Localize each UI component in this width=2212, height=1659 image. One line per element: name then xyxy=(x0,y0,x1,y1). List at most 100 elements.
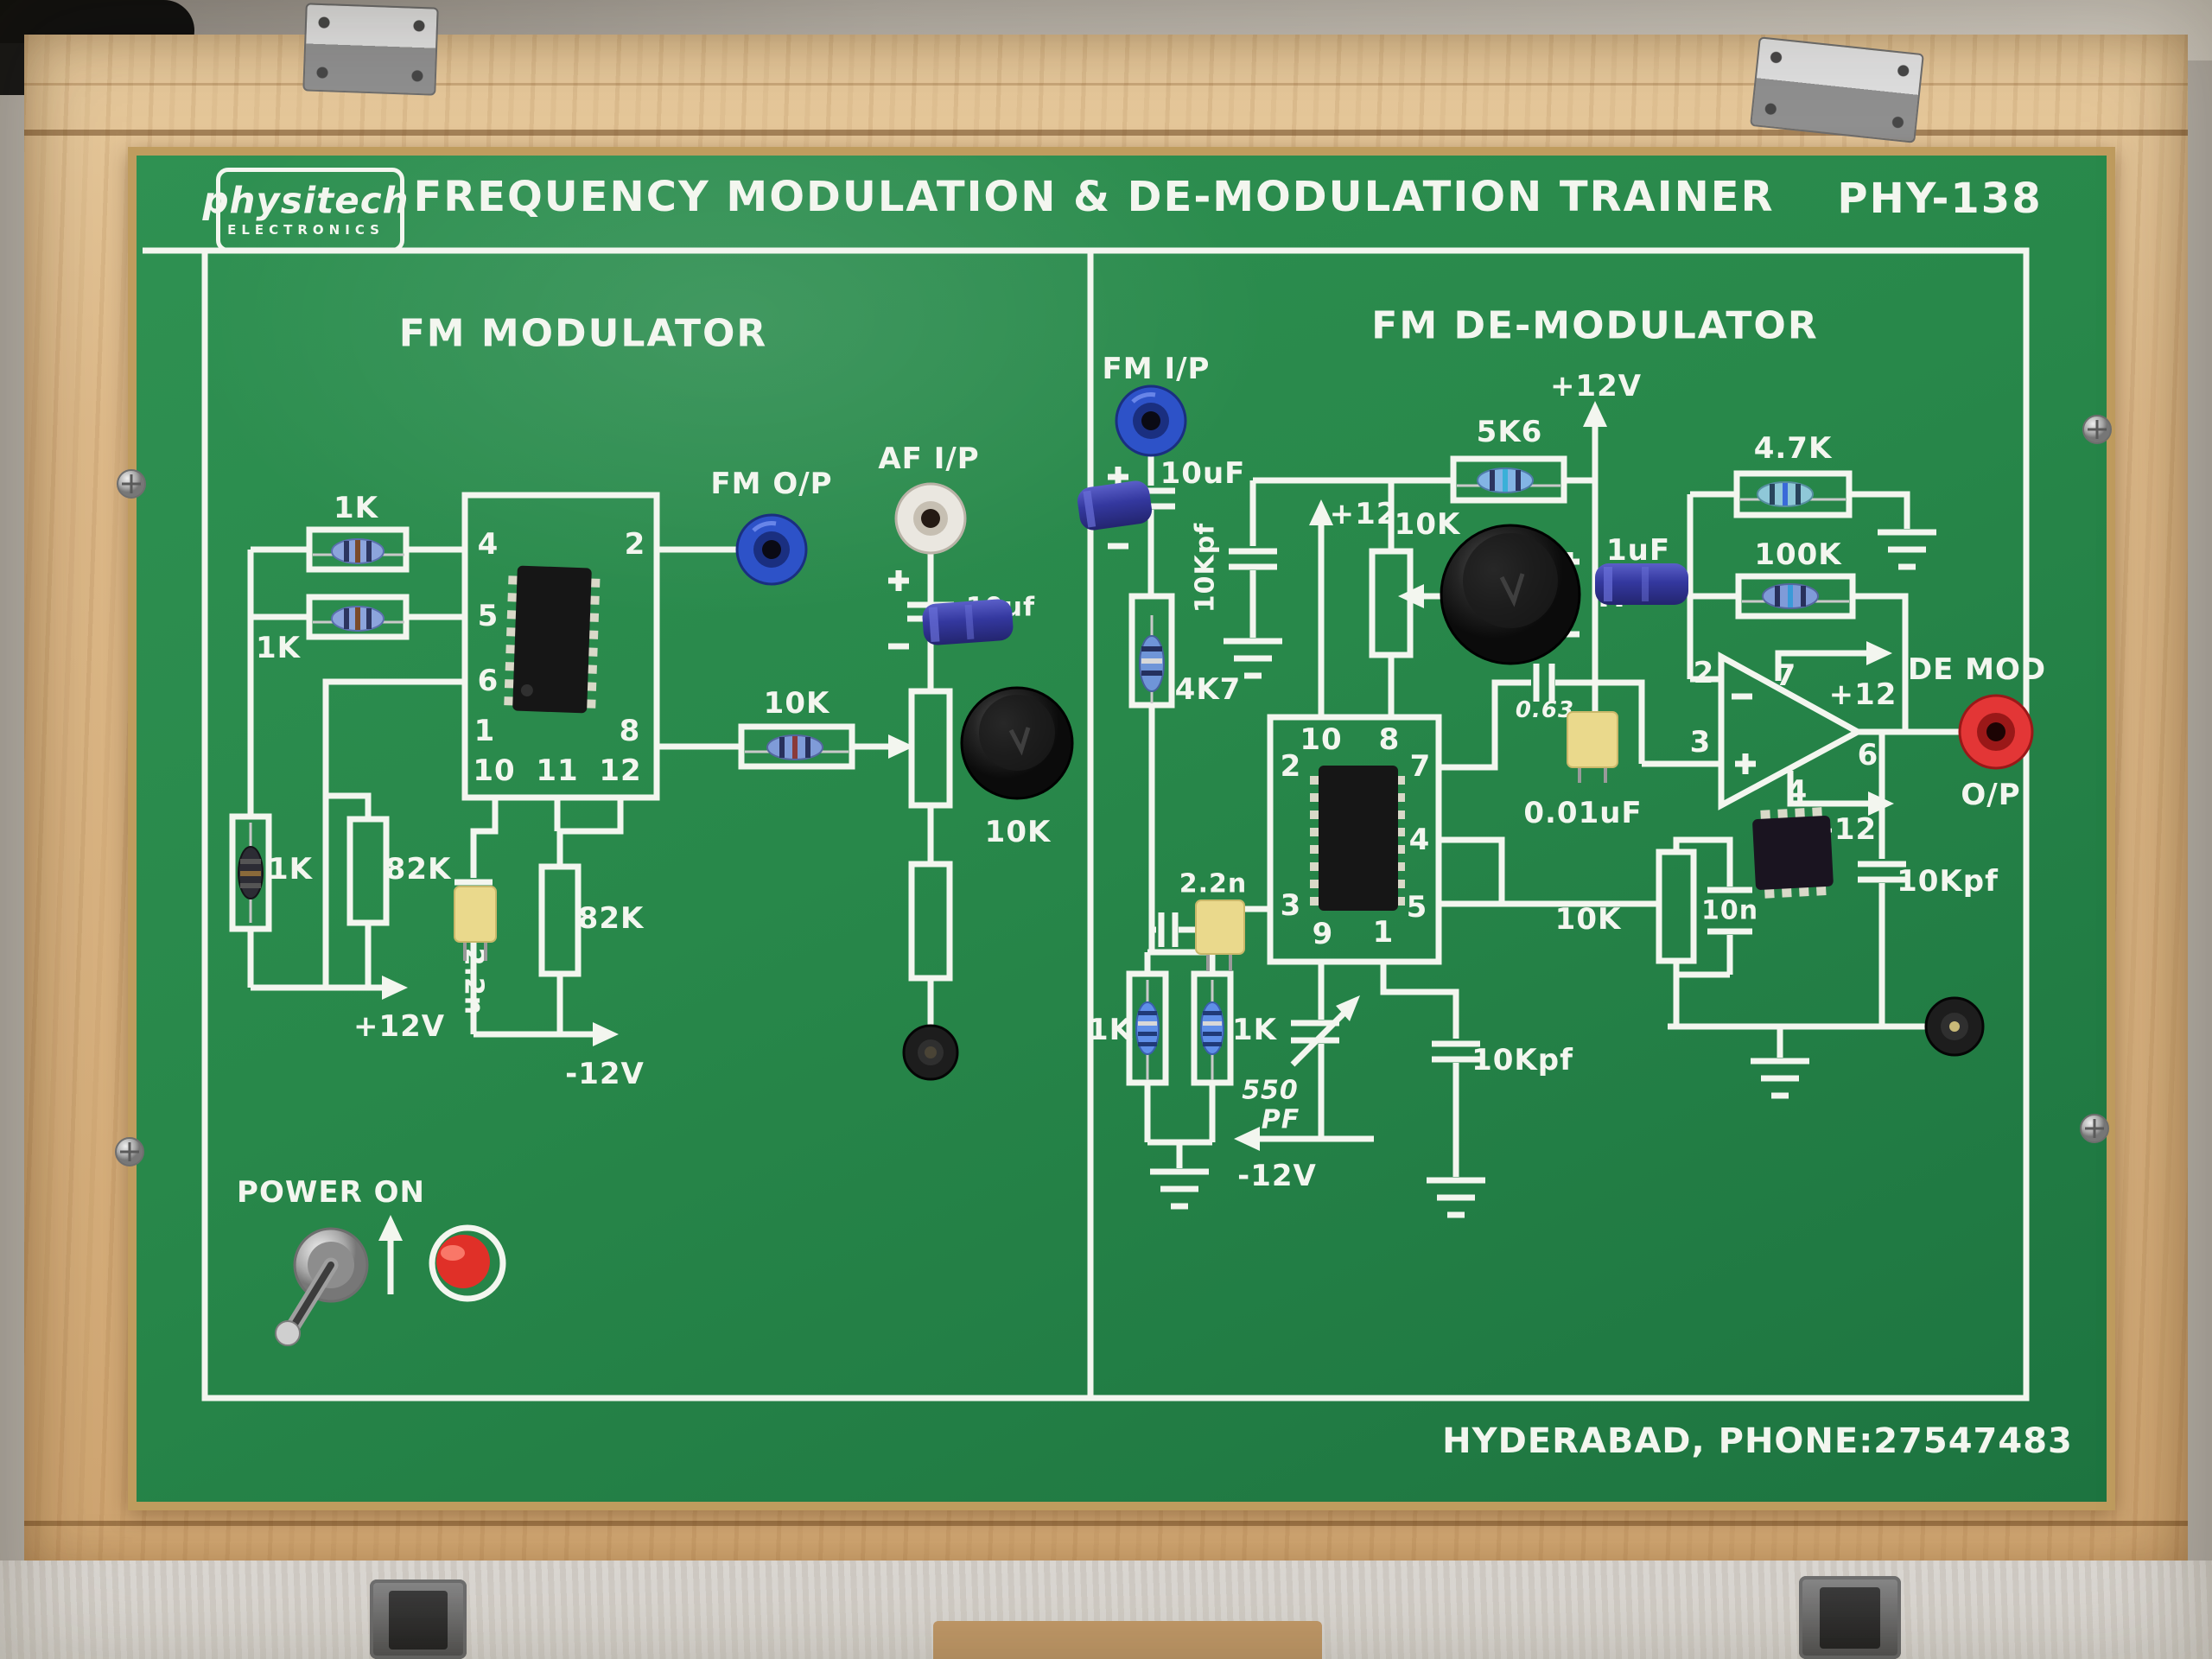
ic-pin: 8 xyxy=(1378,722,1401,757)
rail-label: +12V xyxy=(353,1009,446,1044)
resistor-label: 10K xyxy=(763,686,830,721)
capacitor-label: 10Kpf xyxy=(1897,864,1999,899)
brand-subtitle: ELECTRONICS xyxy=(227,222,385,238)
modulator-heading: FM MODULATOR xyxy=(398,311,768,356)
resistor-component xyxy=(313,606,404,632)
demodulator-ground-jack[interactable] xyxy=(1924,996,1985,1057)
modulator-pot-knob[interactable] xyxy=(960,686,1074,800)
bottom-seam xyxy=(24,1521,2188,1526)
electrolytic-capacitor xyxy=(922,599,1014,645)
power-label: POWER ON xyxy=(237,1175,425,1210)
fm-input-jack[interactable] xyxy=(1115,385,1187,457)
resistor-label: 100K xyxy=(1754,537,1842,572)
resistor-component xyxy=(745,734,849,760)
rail-label: +12 xyxy=(1329,497,1398,531)
resistor-component xyxy=(313,538,404,564)
rail-label: -12V xyxy=(1237,1159,1317,1193)
rail-label: +12V xyxy=(1549,369,1643,404)
ic-pin: 3 xyxy=(1280,888,1302,923)
lid-seam xyxy=(24,130,2188,136)
ic-chip-16pin xyxy=(1310,766,1405,911)
pot-label: 10K xyxy=(1554,902,1622,937)
capacitor-label: 10Kpf xyxy=(1471,1043,1573,1077)
ic-pin: 5 xyxy=(1406,890,1428,925)
demodulator-pot-knob[interactable] xyxy=(1440,524,1581,665)
resistor-component xyxy=(1135,980,1160,1080)
pot-label: 10K xyxy=(1394,507,1461,542)
modulator-ground-jack[interactable] xyxy=(902,1024,959,1081)
latch-right[interactable] xyxy=(1799,1576,1901,1659)
capacitor-label: 2.2n xyxy=(1179,868,1248,899)
capacitor-label: 0.63 xyxy=(1515,697,1575,723)
resistor-component xyxy=(238,823,264,923)
trimmer-label: 550 xyxy=(1242,1075,1299,1106)
ic-chip-8pin xyxy=(1752,807,1834,899)
ic-pin: 2 xyxy=(624,527,646,562)
pot-label: 10K xyxy=(984,815,1052,849)
demodulator-heading: FM DE-MODULATOR xyxy=(1371,303,1819,348)
resistor-label: 1K xyxy=(267,852,314,887)
jack-label-fm-input: FM I/P xyxy=(1102,352,1211,386)
electrolytic-capacitor xyxy=(1077,480,1152,531)
brand-logo-box xyxy=(216,168,404,252)
ic-pin: 6 xyxy=(477,664,499,698)
electrolytic-capacitor xyxy=(1595,563,1688,605)
capacitor-label: 1uF xyxy=(1605,533,1671,568)
jack-label-output: O/P xyxy=(1961,778,2021,812)
resistor-component xyxy=(1742,583,1849,609)
ic-pin: 9 xyxy=(1312,917,1334,951)
ic-pin: 10 xyxy=(1300,722,1343,757)
footer-contact: HYDERABAD, PHONE:27547483 xyxy=(1442,1421,2073,1461)
capacitor-label: 10n xyxy=(1700,895,1759,926)
ic-pin: 10 xyxy=(473,753,516,788)
jack-label-demod-output: DE MOD xyxy=(1907,652,2047,687)
opamp-pin: 3 xyxy=(1689,725,1712,760)
resistor-label: 4K7 xyxy=(1174,672,1242,707)
ic-pin: 2 xyxy=(1280,749,1302,784)
opamp-pin: 2 xyxy=(1693,656,1715,690)
trimmer-label: PF xyxy=(1261,1104,1300,1135)
panel-screw xyxy=(117,469,146,499)
demod-output-jack[interactable] xyxy=(1958,694,2034,770)
yellow-capacitor xyxy=(1195,899,1245,971)
resistor-label: 1K xyxy=(333,491,379,525)
resistor-component xyxy=(1200,980,1224,1080)
resistor-component xyxy=(1139,615,1165,703)
resistor-label: 1K xyxy=(1231,1013,1278,1047)
yellow-capacitor xyxy=(454,886,497,961)
opamp-pin: 6 xyxy=(1857,738,1879,772)
case-edge xyxy=(933,1621,1322,1659)
resistor-label: 1K xyxy=(255,631,302,665)
ic-pin: 11 xyxy=(536,753,579,788)
resistor-component xyxy=(1740,481,1846,507)
panel-screw xyxy=(115,1137,144,1166)
board-title: FREQUENCY MODULATION & DE-MODULATION TRA… xyxy=(413,173,1775,221)
resistor-component xyxy=(1457,467,1560,493)
ic-pin: 8 xyxy=(619,714,641,748)
ic-pin: 1 xyxy=(474,714,496,748)
jack-label-fm-output: FM O/P xyxy=(710,467,833,501)
jack-label-af-input: AF I/P xyxy=(878,442,980,476)
opamp-pin: 7 xyxy=(1775,658,1797,693)
af-input-jack[interactable] xyxy=(894,482,967,555)
latch-left[interactable] xyxy=(370,1580,467,1659)
resistor-label: 4.7K xyxy=(1753,431,1833,466)
ic-pin: 5 xyxy=(477,599,499,633)
ic-pin: 1 xyxy=(1372,915,1395,950)
ic-pin: 4 xyxy=(1408,823,1431,857)
resistor-label: 5K6 xyxy=(1476,415,1543,449)
rail-label: +12 xyxy=(1828,677,1897,712)
ic-pin: 4 xyxy=(477,527,499,562)
resistor-label: 82K xyxy=(577,901,645,936)
yellow-capacitor xyxy=(1567,711,1618,783)
fm-output-jack[interactable] xyxy=(735,513,808,586)
power-indicator-lamp xyxy=(429,1224,506,1302)
capacitor-label: 0.01uF xyxy=(1523,796,1643,830)
opamp-pin: 4 xyxy=(1786,774,1808,809)
resistor-label: 1K xyxy=(1087,1013,1134,1047)
power-toggle-switch[interactable] xyxy=(275,1227,369,1346)
panel-screw xyxy=(2082,415,2112,444)
resistor-label: 82K xyxy=(385,852,452,887)
